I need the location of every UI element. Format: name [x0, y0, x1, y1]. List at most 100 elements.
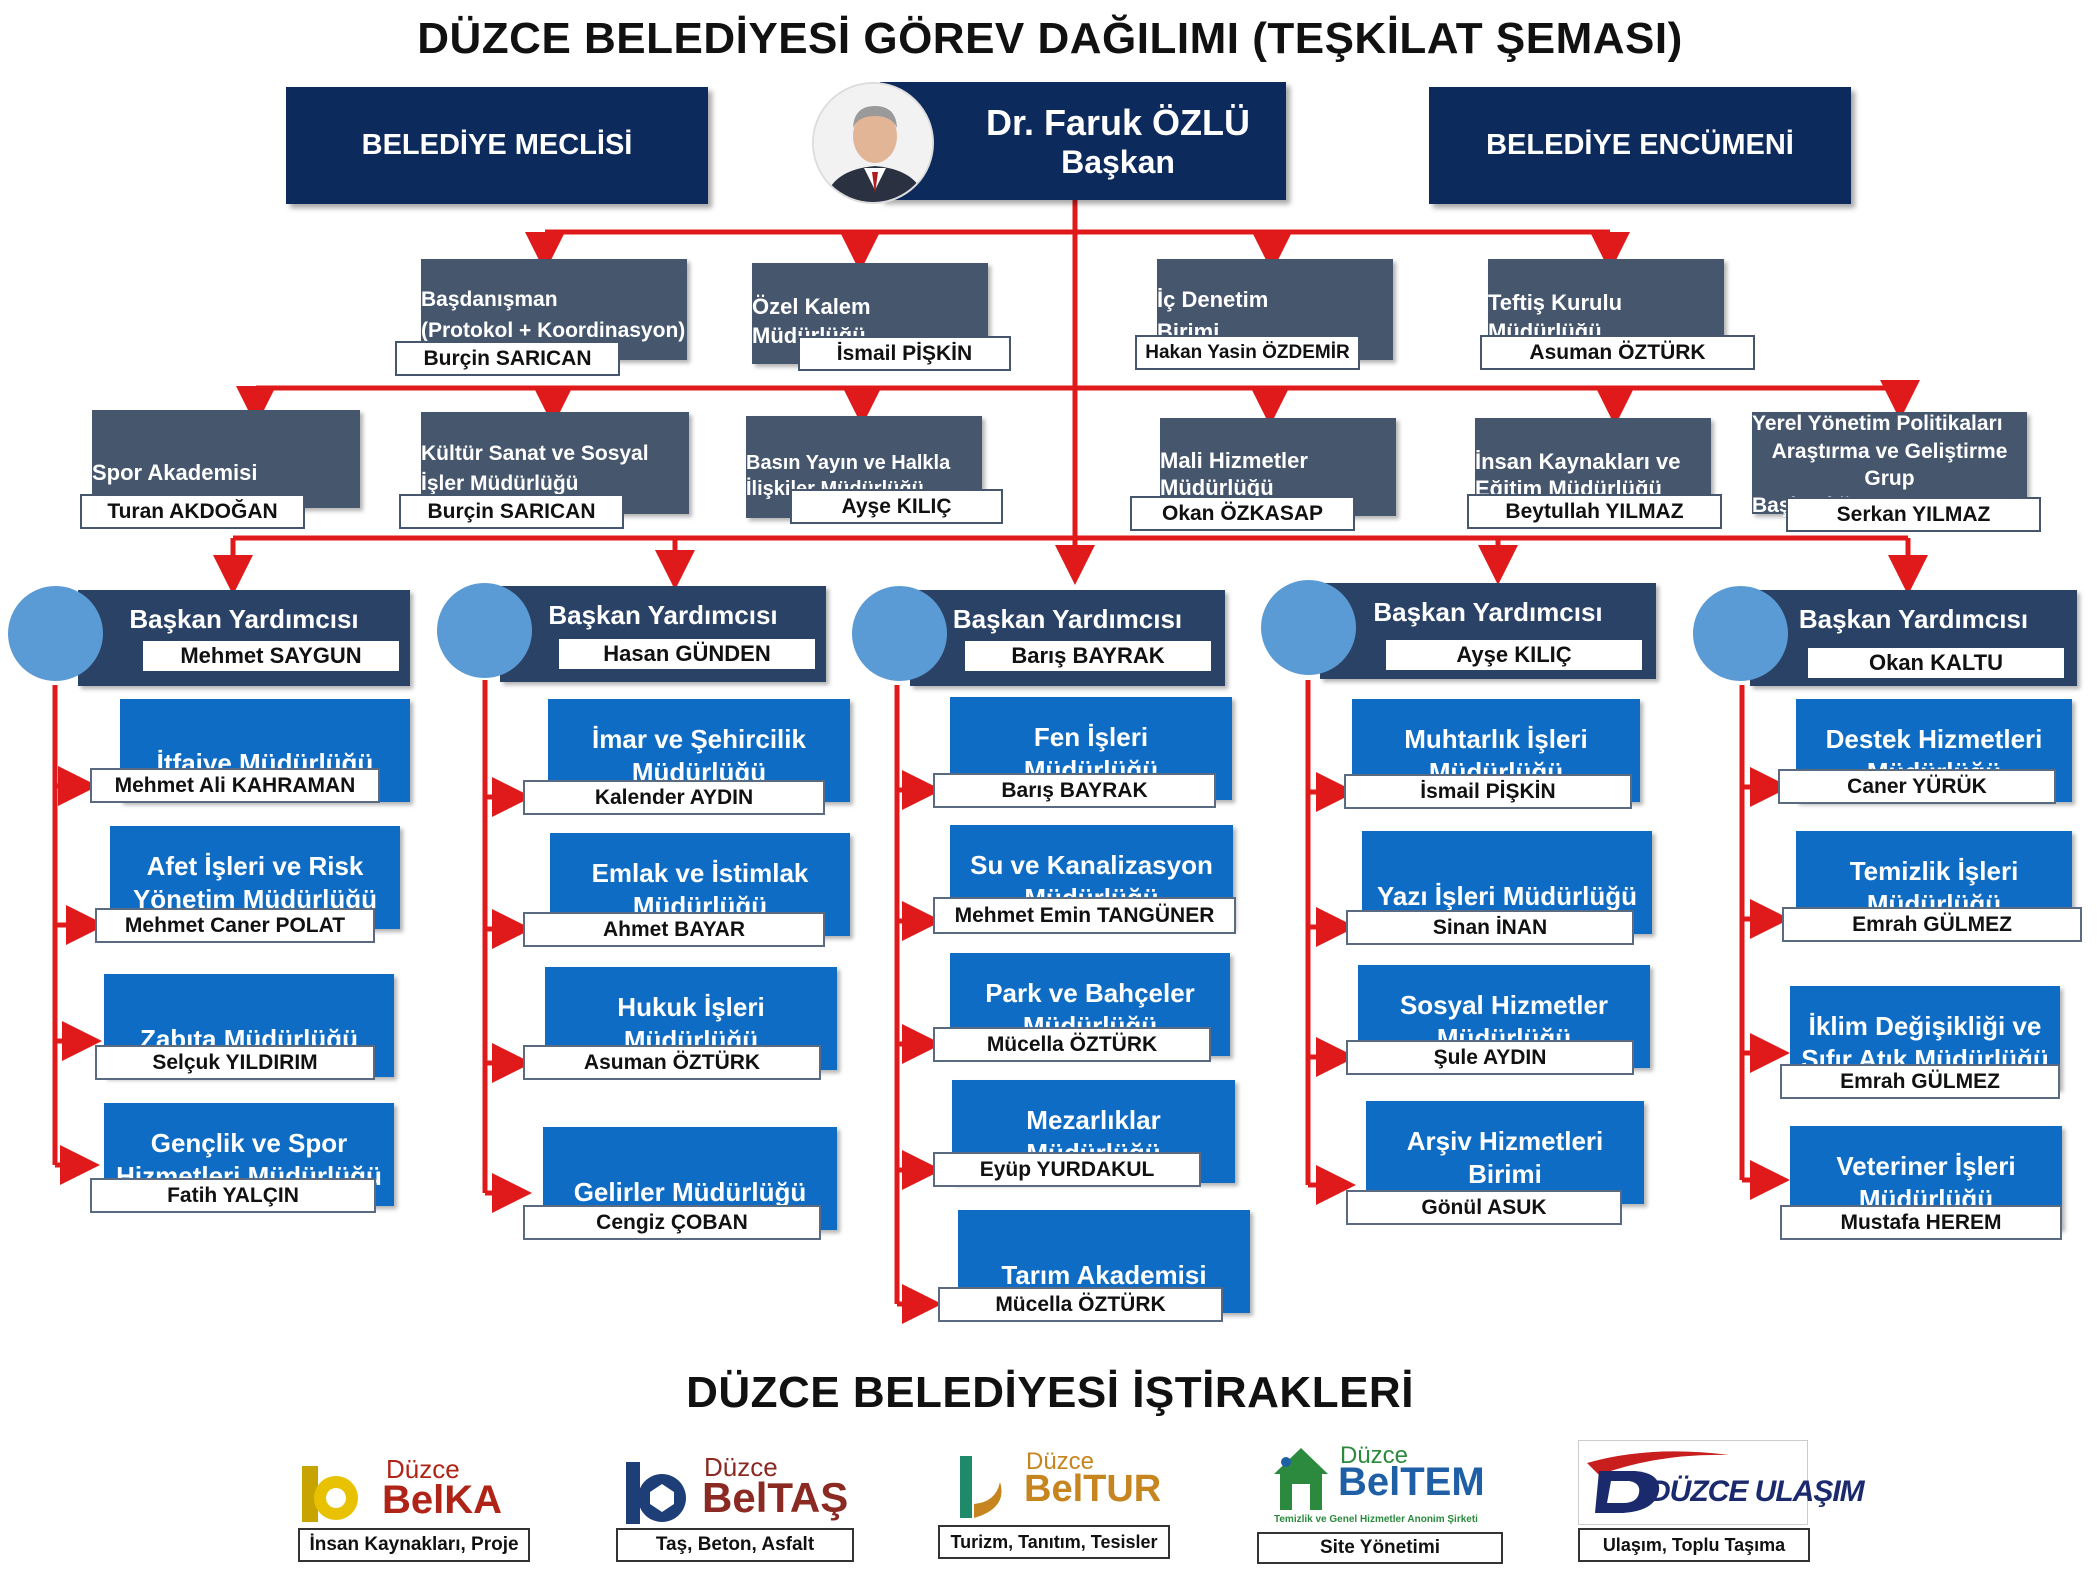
person-name: Burçin SARICAN [399, 494, 624, 529]
dept-label: Muhtarlık İşleri [1404, 724, 1588, 754]
person-name: Asuman ÖZTÜRK [523, 1045, 821, 1080]
person-name: Cengiz ÇOBAN [523, 1205, 821, 1240]
person-name: Okan ÖZKASAP [1130, 496, 1355, 531]
dept-box: Arşiv Hizmetleri Birimi [1366, 1101, 1644, 1204]
affiliates-title: DÜZCE BELEDİYESİ İŞTİRAKLERİ [686, 1368, 1414, 1417]
affiliate-prefix: Düzce [1026, 1448, 1095, 1475]
person-name: Beytullah YILMAZ [1467, 494, 1722, 529]
beltur-mark-icon [960, 1456, 1002, 1518]
unit-label: Spor Akademisi [92, 460, 258, 486]
affiliate-brand: BelKA [382, 1478, 503, 1522]
vp-title: Başkan Yardımcısı [1373, 597, 1603, 627]
vp-name: Mehmet SAYGUN [141, 639, 401, 673]
dept-label: İmar ve Şehircilik [592, 724, 806, 754]
person-name: Emrah GÜLMEZ [1780, 1064, 2060, 1099]
vp-avatar [8, 586, 103, 681]
affiliate-prefix: Düzce [704, 1452, 778, 1482]
person-name: Gönül ASUK [1346, 1190, 1622, 1225]
beltem-house-icon [1274, 1448, 1328, 1510]
affiliate-brand: BelTAŞ [702, 1474, 849, 1521]
unit-label: (Protokol + Koordinasyon) [421, 318, 686, 342]
person-name: Mücella ÖZTÜRK [933, 1027, 1211, 1062]
person-name: Barış BAYRAK [933, 773, 1216, 808]
vp-avatar [437, 583, 532, 678]
unit-box-sports-academy: Spor Akademisi [92, 410, 360, 508]
dept-label: Su ve Kanalizasyon [970, 850, 1213, 880]
mayor-title: Başkan [1061, 143, 1175, 180]
vp-box-4: Başkan Yardımcısı [1320, 583, 1656, 679]
unit-label: Teftiş Kurulu [1488, 289, 1623, 315]
beltem-logo: Düzce BelTEM Temizlik ve Genel Hizmetler… [1270, 1442, 1520, 1530]
belka-mark-icon [302, 1466, 358, 1522]
affiliate-caption-text: Taş, Beton, Asfalt [655, 1534, 815, 1555]
dept-label: Mezarlıklar [1026, 1105, 1161, 1135]
beltas-logo: Düzce BelTAŞ [622, 1452, 852, 1528]
council-label: BELEDİYE MECLİSİ [361, 129, 633, 161]
dept-label: Hukuk İşleri [617, 992, 765, 1022]
mayor-name: Dr. Faruk ÖZLÜ [985, 101, 1251, 143]
unit-label: İnsan Kaynakları ve [1475, 448, 1681, 474]
affiliate-caption: Taş, Beton, Asfalt [616, 1528, 854, 1562]
beltur-logo: Düzce BelTUR [956, 1448, 1186, 1524]
belka-logo: Düzce BelKA [298, 1452, 528, 1528]
person-name: Şule AYDIN [1346, 1040, 1634, 1075]
unit-label: İşler Müdürlüğü [421, 472, 579, 495]
affiliate-prefix: Düzce [1340, 1442, 1409, 1469]
dept-label: Fen İşleri [1033, 722, 1149, 752]
person-name: Kalender AYDIN [523, 780, 825, 815]
vp-avatar [852, 586, 947, 681]
person-name: Selçuk YILDIRIM [95, 1045, 375, 1080]
person-name: Mustafa HEREM [1780, 1205, 2062, 1240]
person-name: Burçin SARICAN [395, 341, 620, 376]
mayor-box: Dr. Faruk ÖZLÜ Başkan [880, 82, 1286, 200]
unit-label: Başdanışman [421, 288, 558, 312]
dept-label: Birimi [1468, 1158, 1542, 1189]
dept-label: Destek Hizmetleri [1825, 724, 2043, 754]
person-name: Serkan YILMAZ [1786, 497, 2041, 532]
affiliate-caption: Turizm, Tanıtım, Tesisler [938, 1525, 1170, 1559]
dept-label: Yazı İşleri Müdürlüğü [1376, 881, 1638, 912]
dept-label: Gelirler Müdürlüğü [573, 1177, 807, 1208]
person-name: Turan AKDOĞAN [80, 494, 305, 529]
person-name: Mehmet Ali KAHRAMAN [90, 768, 380, 803]
dept-label: Sosyal Hizmetler [1399, 990, 1609, 1020]
dept-label: Afet İşleri ve Risk [146, 851, 364, 881]
vp-title: Başkan Yardımcısı [1798, 604, 2029, 634]
vp-avatar [1693, 586, 1788, 681]
page-title: DÜZCE BELEDİYESİ GÖREV DAĞILIMI (TEŞKİLA… [417, 14, 1683, 63]
dept-label: Emlak ve İstimlak [591, 858, 809, 888]
unit-label: Mali Hizmetler [1160, 447, 1308, 473]
council-box: BELEDİYE MECLİSİ [286, 87, 708, 204]
dept-label: İklim Değişikliği ve [1808, 1011, 2042, 1041]
unit-label: Basın Yayın ve Halkla [746, 452, 951, 474]
person-name: Mehmet Caner POLAT [95, 908, 375, 943]
person-name: Ayşe KILIÇ [790, 489, 1003, 524]
dept-label: Veteriner İşleri [1836, 1151, 2016, 1181]
person-name: Mehmet Emin TANGÜNER [933, 897, 1236, 934]
vp-name: Ayşe KILIÇ [1384, 638, 1644, 672]
dept-label: Tarım Akademisi [1001, 1260, 1207, 1291]
person-name: İsmail PİŞKİN [798, 336, 1011, 371]
unit-label: Özel Kalem [752, 293, 871, 319]
vp-title: Başkan Yardımcısı [129, 604, 359, 634]
affiliate-caption: İnsan Kaynakları, Proje [298, 1528, 530, 1562]
beltas-mark-icon [626, 1462, 686, 1524]
affiliate-tagline: Temizlik ve Genel Hizmetler Anonim Şirke… [1274, 1514, 1478, 1525]
vp-title: Başkan Yardımcısı [952, 604, 1183, 634]
affiliate-brand: BelTUR [1024, 1468, 1162, 1510]
affiliate-caption: Ulaşım, Toplu Taşıma [1578, 1528, 1810, 1562]
dept-label: Gençlik ve Spor [150, 1128, 348, 1158]
dept-label: Park ve Bahçeler [985, 978, 1195, 1008]
affiliate-brand: DÜZCE ULAŞIM [1649, 1475, 1865, 1508]
unit-label: Kültür Sanat ve Sosyal [421, 441, 649, 465]
person-name: Sinan İNAN [1346, 910, 1634, 945]
unit-label: Müdürlüğü [1160, 475, 1274, 500]
affiliate-caption: Site Yönetimi [1257, 1532, 1503, 1564]
dept-label: Temizlik İşleri [1849, 856, 2019, 886]
committee-label: BELEDİYE ENCÜMENİ [1486, 129, 1794, 161]
person-name: Eyüp YURDAKUL [933, 1152, 1201, 1187]
vp-avatar [1261, 580, 1356, 675]
vp-name: Hasan GÜNDEN [557, 637, 817, 671]
vp-name: Okan KALTU [1806, 646, 2066, 680]
person-name: Emrah GÜLMEZ [1782, 907, 2082, 942]
